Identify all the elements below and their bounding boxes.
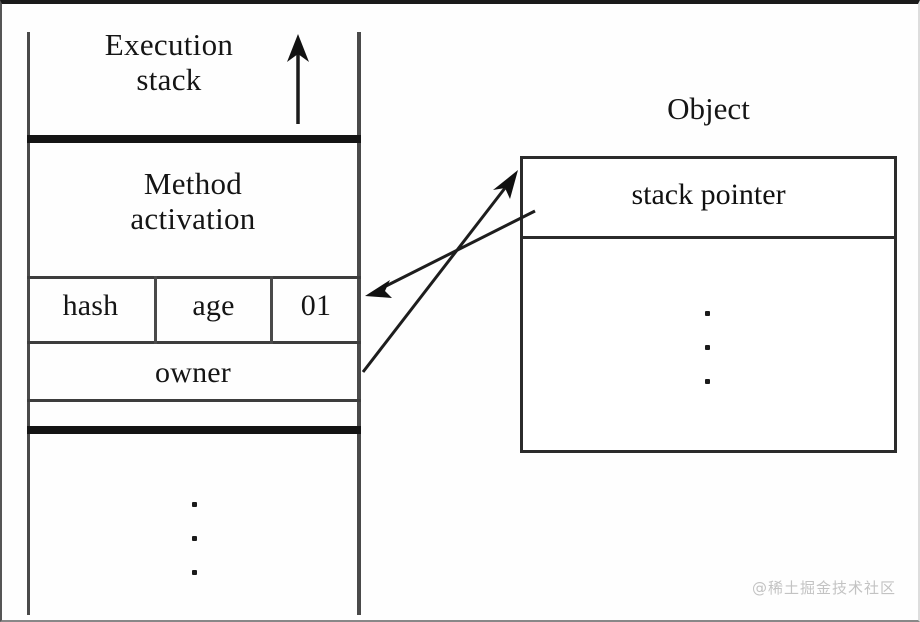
header-divider-2: [270, 276, 273, 344]
stack-growth-arrow-icon: [287, 34, 309, 124]
header-field-age: age: [192, 289, 235, 322]
stack-right-rail: [357, 32, 361, 615]
method-activation-line1: Method: [143, 166, 243, 201]
owner-row-label: owner: [155, 356, 231, 389]
object-header-divider: [523, 236, 894, 239]
header-row-top-rule: [27, 276, 361, 279]
object-ellipsis-dot-3: [705, 379, 710, 384]
header-row-bottom-rule: [27, 341, 361, 344]
header-field-lock-bits: 01: [300, 289, 332, 322]
header-field-hash: hash: [62, 289, 119, 322]
execution-stack-region: Execution stack Method activation hash a…: [2, 4, 402, 620]
watermark: @稀土掘金技术社区: [751, 579, 896, 597]
stack-left-rail: [27, 32, 30, 615]
stack-ellipsis-dot-3: [192, 570, 197, 575]
object-ellipsis-dot-2: [705, 345, 710, 350]
stack-frame-bottom-thick-rule: [27, 426, 361, 434]
owner-row-bottom-rule: [27, 399, 361, 402]
execution-stack-title-line2: stack: [136, 61, 202, 97]
object-title: Object: [667, 91, 750, 126]
stack-ellipsis-dot-2: [192, 536, 197, 541]
execution-stack-title-line1: Execution: [104, 27, 234, 62]
header-divider-1: [154, 276, 157, 344]
method-activation-line2: activation: [130, 200, 256, 236]
method-activation-label: Method activation: [27, 166, 359, 236]
object-ellipsis-dot-1: [705, 311, 710, 316]
stack-ellipsis-dot-1: [192, 502, 197, 507]
object-row-stack-pointer: stack pointer: [631, 178, 786, 211]
object-box: stack pointer: [520, 156, 897, 453]
execution-stack-title: Execution stack: [54, 27, 284, 97]
stack-frame-top-thick-rule: [27, 135, 361, 143]
object-region: Object stack pointer: [472, 4, 918, 620]
